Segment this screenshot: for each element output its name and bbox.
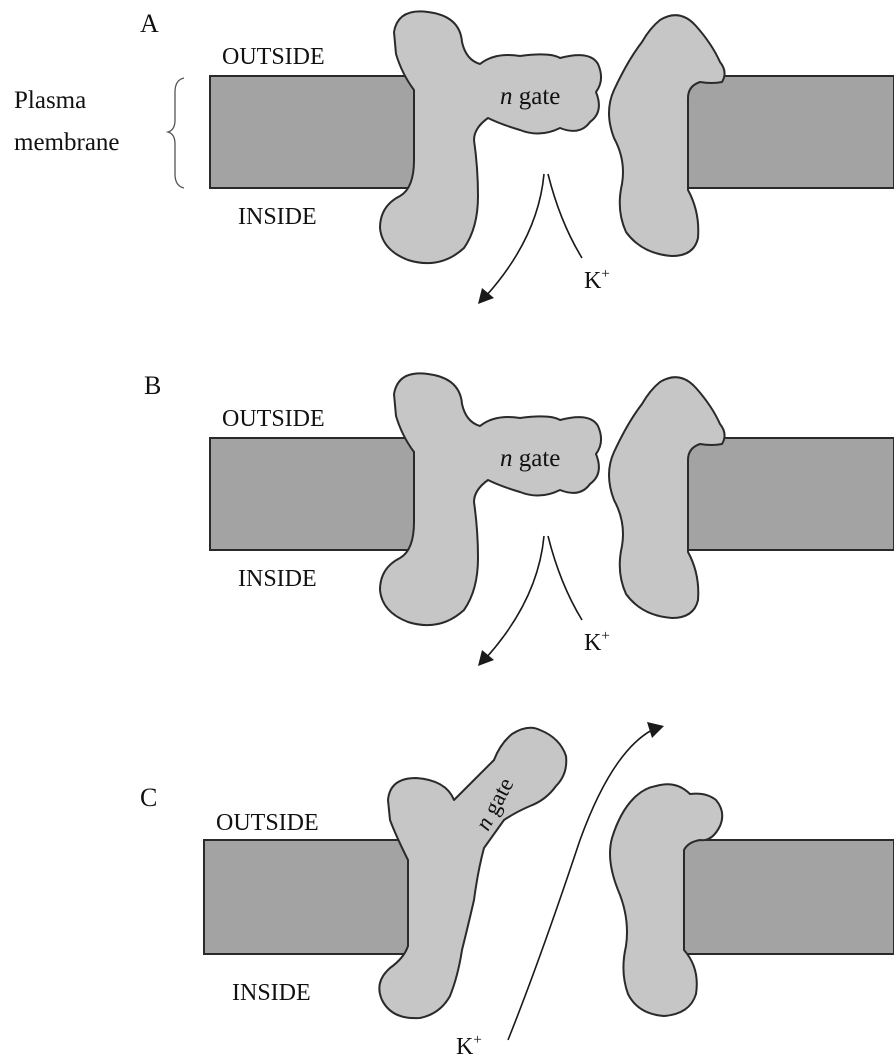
membrane-brace bbox=[168, 78, 184, 188]
panel-b-ion-charge: + bbox=[601, 628, 609, 644]
panel-c-arrowhead bbox=[647, 722, 664, 738]
panel-a-label: A bbox=[140, 9, 159, 38]
panel-a-membrane-left bbox=[210, 76, 416, 188]
panel-a-outside-label: OUTSIDE bbox=[222, 44, 325, 70]
panel-b-label: B bbox=[144, 371, 161, 400]
panel-a: A Plasma membrane OUTSIDE INSIDE n gate … bbox=[14, 9, 894, 304]
plasma-membrane-label: Plasma membrane bbox=[14, 78, 184, 188]
panel-c-outside-label: OUTSIDE bbox=[216, 810, 319, 836]
panel-a-channel-left-subunit bbox=[380, 11, 601, 263]
panel-a-ion: K bbox=[584, 268, 602, 294]
panel-c-channel-left-subunit bbox=[379, 728, 566, 1018]
panel-b-channel-left-subunit bbox=[380, 373, 601, 625]
panel-b-gate-label: n gate bbox=[500, 445, 560, 472]
panel-b-ion-label: K+ bbox=[584, 628, 610, 656]
panel-c-ion: K bbox=[456, 1034, 474, 1060]
panel-a-gate-word: gate bbox=[513, 83, 561, 110]
panel-b: B OUTSIDE INSIDE n gate K+ bbox=[144, 371, 894, 666]
plasma-label-line2: membrane bbox=[14, 129, 120, 156]
panel-a-gate-n: n bbox=[500, 83, 513, 110]
panel-a-membrane-right bbox=[686, 76, 894, 188]
panel-c-ion-label: K+ bbox=[456, 1032, 482, 1060]
panel-c-inside-label: INSIDE bbox=[232, 980, 311, 1006]
panel-a-ion-charge: + bbox=[601, 266, 609, 282]
panel-c-membrane-left bbox=[204, 840, 408, 954]
panel-a-ion-path-in bbox=[548, 174, 582, 258]
panel-b-gate-word: gate bbox=[513, 445, 561, 472]
panel-c-membrane-right bbox=[682, 840, 894, 954]
panel-b-ion: K bbox=[584, 630, 602, 656]
panel-b-inside-label: INSIDE bbox=[238, 566, 317, 592]
panel-c-label: C bbox=[140, 783, 157, 812]
panel-b-membrane-right bbox=[686, 438, 894, 550]
panel-b-outside-label: OUTSIDE bbox=[222, 406, 325, 432]
panel-b-membrane-left bbox=[210, 438, 416, 550]
panel-b-ion-path-out bbox=[486, 536, 544, 658]
panel-a-inside-label: INSIDE bbox=[238, 204, 317, 230]
panel-b-ion-path-in bbox=[548, 536, 582, 620]
panel-b-gate-n: n bbox=[500, 445, 513, 472]
panel-a-ion-path-out bbox=[486, 174, 544, 296]
plasma-label-line1: Plasma bbox=[14, 87, 86, 114]
panel-a-ion-label: K+ bbox=[584, 266, 610, 294]
panel-c: C OUTSIDE INSIDE n gate K+ bbox=[140, 722, 894, 1060]
panel-c-ion-charge: + bbox=[473, 1032, 481, 1048]
panel-a-gate-label: n gate bbox=[500, 83, 560, 110]
